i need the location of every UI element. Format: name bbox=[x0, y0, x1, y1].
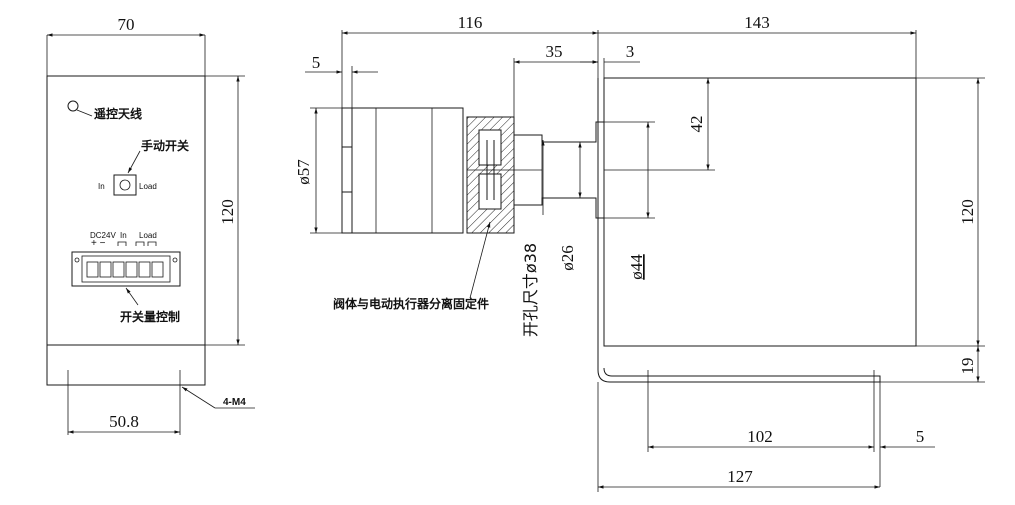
dim-dia44: ø44 bbox=[627, 254, 646, 280]
polarity-label: + − bbox=[91, 238, 106, 249]
dim-side-height: 120 bbox=[958, 199, 977, 225]
dim-dia57: ø57 bbox=[294, 159, 313, 185]
dim-base-102: 102 bbox=[747, 427, 773, 446]
dim-flange-thk: 5 bbox=[312, 53, 321, 72]
dim-side-total: 116 bbox=[458, 13, 483, 32]
front-housing bbox=[46, 75, 206, 386]
actuator-body bbox=[351, 107, 464, 234]
antenna-icon bbox=[67, 100, 79, 112]
terminal-in-label: In bbox=[120, 231, 127, 240]
bracket-panel bbox=[603, 77, 917, 347]
hole-size-label: 开孔尺寸ø38 bbox=[521, 243, 540, 337]
actuator-flange bbox=[341, 107, 353, 234]
dim-base-19: 19 bbox=[958, 358, 977, 375]
dim-front-width: 70 bbox=[118, 15, 135, 34]
dim-side-width: 143 bbox=[744, 13, 770, 32]
bracket-base bbox=[597, 78, 881, 383]
dim-base-127: 127 bbox=[727, 467, 753, 486]
front-view: 70 120 50.8 4-M4 遥控天线 手动开关 In Load DC24V… bbox=[46, 15, 255, 435]
antenna-label: 遥控天线 bbox=[94, 106, 142, 121]
dim-side-42: 42 bbox=[687, 116, 706, 133]
dim-gap: 3 bbox=[626, 42, 635, 61]
screw-label: 4-M4 bbox=[223, 397, 246, 408]
terminal-load-label: Load bbox=[139, 231, 157, 240]
dim-dia26: ø26 bbox=[558, 245, 577, 271]
dc24v-label: DC24V bbox=[90, 231, 116, 240]
actuator-side-view: ø57 116 5 35 3 ø26 开孔尺寸ø38 阀体与电动执行器分离固定件 bbox=[294, 13, 640, 337]
dim-coupler: 35 bbox=[546, 42, 563, 61]
switch-in-label: In bbox=[98, 182, 105, 191]
dim-hole-spacing: 50.8 bbox=[109, 412, 139, 431]
valve-note-label: 阀体与电动执行器分离固定件 bbox=[333, 296, 489, 311]
manual-switch-knob-icon bbox=[119, 179, 131, 191]
switch-load-label: Load bbox=[139, 182, 157, 191]
manual-switch-label: 手动开关 bbox=[141, 138, 189, 153]
terminal-block bbox=[71, 251, 181, 287]
stem-upper bbox=[514, 121, 604, 143]
bracket-view: 143 42 ø44 120 19 102 5 127 bbox=[597, 13, 985, 492]
switch-control-label: 开关量控制 bbox=[120, 309, 180, 324]
manual-switch-box bbox=[113, 174, 137, 196]
stem-lower bbox=[514, 197, 604, 219]
dim-front-height: 120 bbox=[218, 199, 237, 225]
dim-base-5: 5 bbox=[916, 427, 925, 446]
